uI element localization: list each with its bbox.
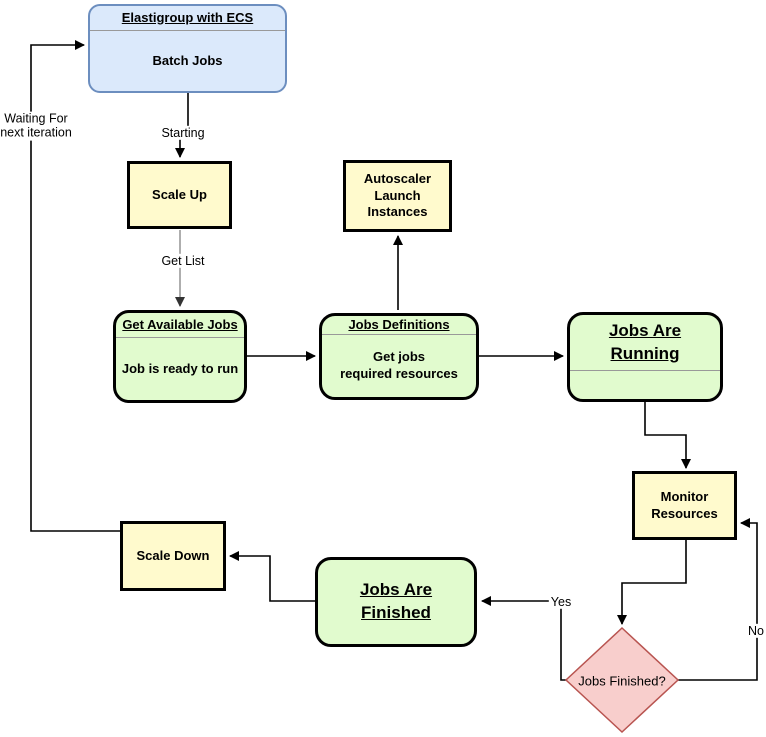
node-body: Job is ready to run xyxy=(121,360,239,376)
edge-decision-no-to-monitor xyxy=(678,518,758,681)
decision-label: Jobs Finished? xyxy=(578,673,666,689)
node-body: Batch Jobs xyxy=(152,52,223,68)
node-scale-down[interactable]: Scale Down xyxy=(120,521,226,591)
node-body: Get jobs required resources xyxy=(340,349,458,381)
node-autoscaler-launch-instances[interactable]: Autoscaler Launch Instances xyxy=(343,160,452,232)
edge-label-starting: Starting xyxy=(159,125,207,141)
node-label: Scale Down xyxy=(136,547,210,563)
node-monitor-resources[interactable]: Monitor Resources xyxy=(632,471,737,540)
node-title: Get Available Jobs xyxy=(116,313,244,338)
edge-label-get-list: Get List xyxy=(159,253,207,269)
node-title: Jobs Definitions xyxy=(322,316,476,335)
node-label: Autoscaler Launch Instances xyxy=(363,170,432,220)
node-elastigroup-batch-jobs[interactable]: Elastigroup with ECS Batch Jobs xyxy=(88,4,287,93)
node-label: Scale Up xyxy=(152,186,207,202)
edge-finished-to-scaledown xyxy=(229,551,315,602)
node-label: Jobs Are Finished xyxy=(359,580,433,622)
node-get-available-jobs[interactable]: Get Available Jobs Job is ready to run xyxy=(113,310,247,403)
node-jobs-definitions[interactable]: Jobs Definitions Get jobs required resou… xyxy=(319,313,479,400)
edge-monitor-to-decision xyxy=(617,540,687,625)
node-title: Jobs Are Running xyxy=(570,315,720,371)
decision-diamond[interactable] xyxy=(564,626,680,734)
edge-scaledown-to-elastigroup xyxy=(30,40,120,532)
edge-decision-yes-to-finished xyxy=(481,596,567,681)
node-title: Elastigroup with ECS xyxy=(90,6,285,31)
edge-label-waiting: Waiting For next iteration xyxy=(0,111,74,141)
node-jobs-are-running[interactable]: Jobs Are Running xyxy=(567,312,723,402)
edge-running-to-monitor xyxy=(644,402,691,469)
node-body xyxy=(570,371,720,399)
edge-label-no: No xyxy=(746,623,766,639)
node-label: Monitor Resources xyxy=(651,488,718,521)
node-scale-up[interactable]: Scale Up xyxy=(127,161,232,229)
node-jobs-are-finished[interactable]: Jobs Are Finished xyxy=(315,557,477,647)
edge-label-yes: Yes xyxy=(548,594,574,610)
